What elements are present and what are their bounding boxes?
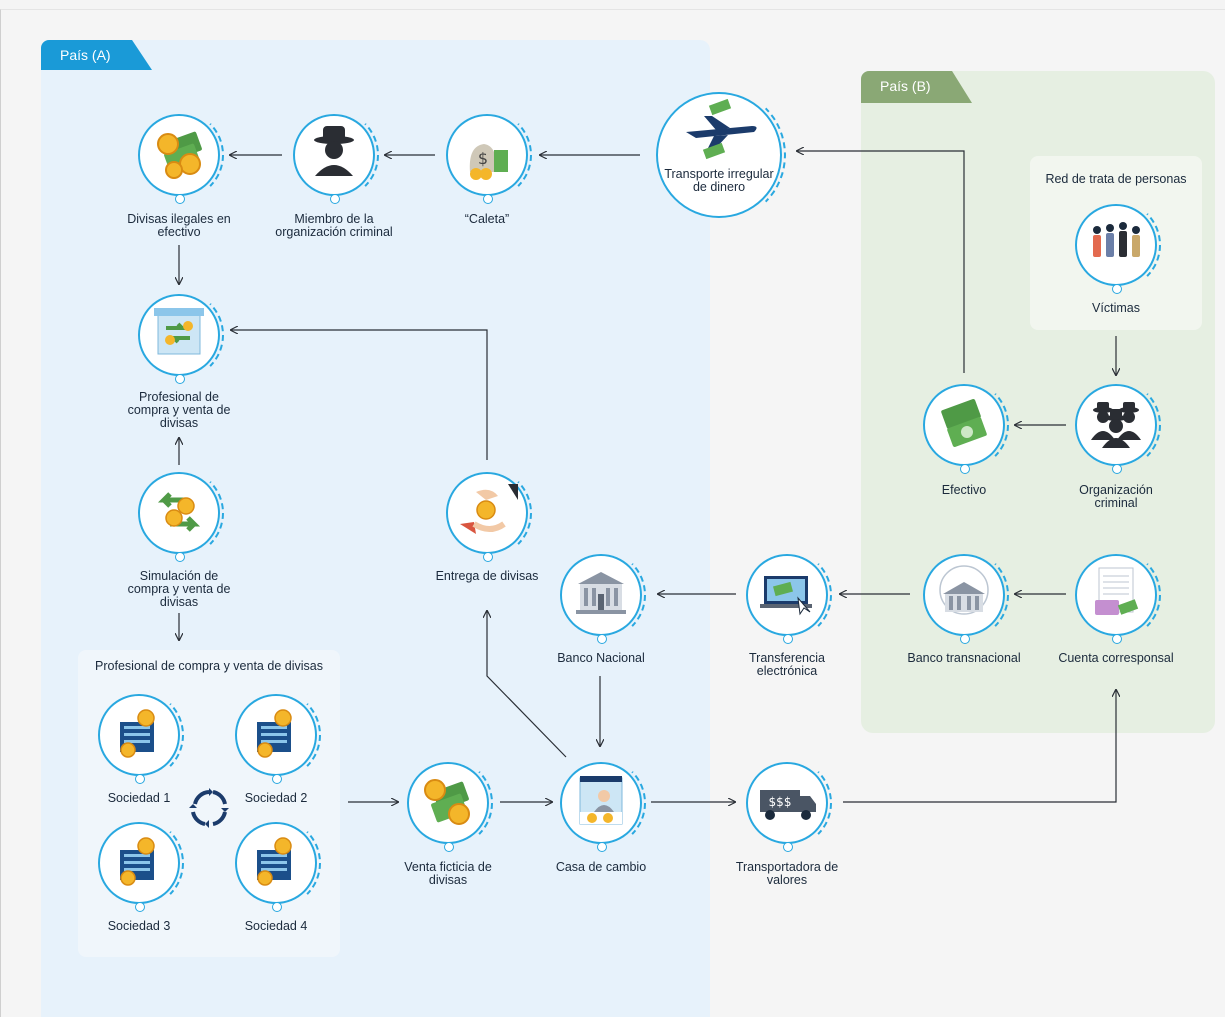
hat-man-icon xyxy=(314,126,354,176)
national-bank-label: Banco Nacional xyxy=(557,651,645,665)
arrow-delivery-to-professional xyxy=(231,330,488,460)
exchange-house-label: Casa de cambio xyxy=(555,860,647,874)
building-euro-icon xyxy=(257,837,292,886)
company-1-node xyxy=(98,690,184,784)
victims-node xyxy=(1075,200,1161,294)
exchange-house-node xyxy=(560,758,646,852)
region-a-tab: País (A) xyxy=(41,40,152,70)
globe-bank-icon xyxy=(939,565,989,615)
transnational-bank-label: Banco transnacional xyxy=(907,651,1021,665)
org-criminal-label: Organización criminal xyxy=(1079,483,1153,510)
region-b-tab: País (B) xyxy=(861,71,972,103)
building-euro-icon xyxy=(120,837,155,886)
armored-truck-icon: $$$ xyxy=(760,790,816,820)
building-euro-icon xyxy=(257,709,292,758)
simulation-label: Simulación de compra y venta de divisas xyxy=(127,569,231,609)
coins-bills-icon xyxy=(424,779,470,825)
exchange-window-icon xyxy=(579,776,623,825)
hand-coin-icon xyxy=(460,484,518,534)
arrow-cash-b-to-transport xyxy=(797,151,965,373)
professional-label: Profesional de compra y venta de divisas xyxy=(127,390,231,430)
arrow-transport-to-correspondent xyxy=(843,690,1116,803)
hat-men-group-icon xyxy=(1091,402,1141,448)
company-2-node xyxy=(235,690,321,784)
member-node xyxy=(293,110,379,204)
caleta-label: “Caleta” xyxy=(464,212,510,226)
security-transport-label: Transportadora de valores xyxy=(735,860,839,887)
simulation-node xyxy=(138,468,224,562)
security-transport-node: $$$ xyxy=(746,758,832,852)
trafficking-network-title: Red de trata de personas xyxy=(1045,172,1187,186)
company-1-label: Sociedad 1 xyxy=(107,791,171,805)
caleta-node: $ xyxy=(446,110,532,204)
exchange-arrows-icon xyxy=(157,492,201,532)
money-stash-icon: $ xyxy=(469,144,508,180)
company-2-label: Sociedad 2 xyxy=(244,791,308,805)
cash-illegal-label: Divisas ilegales en efectivo xyxy=(127,212,231,239)
arrow-exchange-to-delivery xyxy=(487,611,567,758)
company-4-label: Sociedad 4 xyxy=(244,919,308,933)
correspondent-label: Cuenta corresponsal xyxy=(1058,651,1174,665)
coins-bills-icon xyxy=(157,131,202,179)
transnational-bank-node xyxy=(923,550,1009,644)
laptop-transfer-icon xyxy=(760,576,812,616)
fake-sale-node xyxy=(407,758,493,852)
banknotes-icon xyxy=(941,399,987,447)
transfer-node xyxy=(746,550,832,644)
transport-irregular-label: Transporte irregular de dinero xyxy=(664,167,774,194)
bank-icon xyxy=(576,572,626,614)
building-euro-icon xyxy=(120,709,155,758)
org-criminal-node xyxy=(1075,380,1161,474)
delivery-label: Entrega de divisas xyxy=(435,569,539,583)
professional-node xyxy=(138,290,224,384)
transport-irregular-node: Transporte irregular de dinero xyxy=(656,88,786,222)
cash-illegal-node xyxy=(138,110,224,204)
people-group-icon xyxy=(1093,222,1140,257)
victims-label: Víctimas xyxy=(1092,301,1140,315)
correspondent-node xyxy=(1075,550,1161,644)
svg-text:$: $ xyxy=(478,149,488,168)
company-4-node xyxy=(235,818,321,912)
delivery-node xyxy=(446,468,532,562)
fake-sale-label: Venta ficticia de divisas xyxy=(404,860,492,887)
svg-text:$$$: $$$ xyxy=(769,795,792,809)
cycle-arrows-icon xyxy=(189,788,229,828)
company-3-label: Sociedad 3 xyxy=(107,919,171,933)
transfer-label: Transferencia electrónica xyxy=(749,651,825,678)
airplane-icon xyxy=(686,98,757,160)
document-card-icon xyxy=(1095,567,1139,615)
cash-b-label: Efectivo xyxy=(941,483,987,497)
member-label: Miembro de la organización criminal xyxy=(275,212,393,239)
cash-b-node xyxy=(923,380,1009,474)
companies-panel-title: Profesional de compra y venta de divisas xyxy=(95,659,323,673)
national-bank-node xyxy=(560,550,646,644)
exchange-booth-icon xyxy=(154,308,204,355)
company-3-node xyxy=(98,818,184,912)
